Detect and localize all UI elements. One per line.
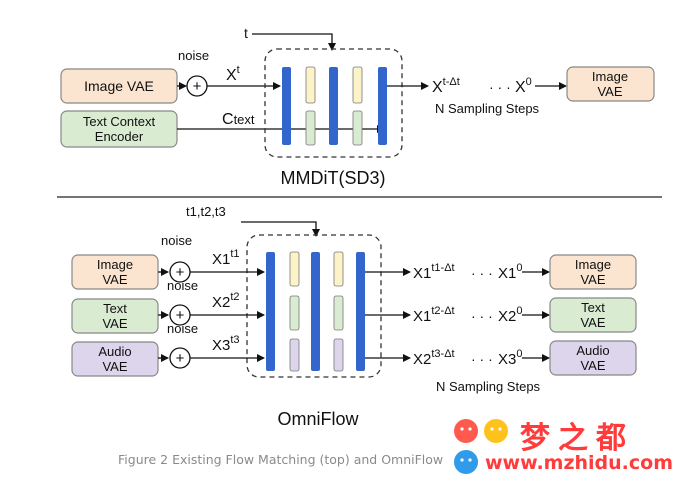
top-t-label: t [244,25,248,41]
bottom-model-label: OmniFlow [277,409,359,429]
bottom-t-arrow [241,221,320,237]
row2-out-label: X1t2-Δt [413,305,455,325]
top-noise-label: noise [178,48,209,63]
input-audio-line1: Audio [98,344,131,359]
bottom-bar-yellow-2 [333,251,344,287]
figure-caption: Figure 2 Existing Flow Matching (top) an… [118,452,444,467]
bottom-noise-label-1: noise [161,233,192,248]
watermark-cn-text: 梦之都 [520,421,634,456]
top-xt-label: Xt [226,64,240,84]
bottom-bar-purple-1 [289,338,300,372]
top-bar-green-2 [352,110,363,146]
row1-plus-sign: + [176,264,185,281]
top-bar-blue-2 [329,67,338,145]
top-plus-sign: + [193,78,202,95]
bottom-diagram: t1,t2,t3 noise noise noise Image VAE + X… [71,204,637,429]
bottom-bar-purple-2 [333,338,344,372]
row3-plus-sign: + [176,350,185,367]
output-image-line2: VAE [580,272,605,287]
top-bar-blue-3 [378,67,387,145]
row-image: Image VAE + X1t1 X1t1-Δt · · · X10 Image… [71,248,637,290]
watermark-blue-face-icon [454,450,478,474]
bottom-noise-label-3: noise [167,321,198,336]
row-audio: Audio VAE + X3t3 X2t3-Δt · · · X30 Audio… [71,334,637,377]
input-audio-vae-box [71,341,159,377]
top-bar-yellow-1 [305,66,316,104]
bottom-bar-blue-2 [311,252,320,371]
row2-ellipsis: · · · [471,308,493,324]
output-audio-line1: Audio [576,343,609,358]
watermark-url[interactable]: www.mzhidu.com [485,452,674,474]
bottom-steps-label: N Sampling Steps [436,379,541,394]
row3-out-label: X2t3-Δt [413,348,455,368]
bottom-model-box [246,234,382,378]
row2-plus-sign: + [176,307,185,324]
top-bar-green-1 [305,110,316,146]
input-text-line1: Text [103,301,127,316]
top-x0-label: X0 [515,76,532,96]
bottom-bar-green-2 [333,295,344,331]
row1-out-label: X1t1-Δt [413,262,455,282]
bottom-bar-blue-3 [356,252,365,371]
top-text-encoder-line1: Text Context [83,114,156,129]
input-image-line2: VAE [102,272,127,287]
top-diagram: t Image VAE noise + Xt Text Context Enco… [60,25,655,188]
top-output-image-vae-box [566,66,655,102]
input-image-line1: Image [97,257,133,272]
top-output-line2: VAE [597,84,622,99]
output-audio-line2: VAE [580,358,605,373]
bottom-noise-label-2: noise [167,278,198,293]
top-model-box [264,48,403,158]
row2-x-label: X2t2 [212,291,240,311]
input-audio-line2: VAE [102,359,127,374]
top-image-vae-label: Image VAE [84,78,154,94]
row1-end-label: X10 [498,262,522,282]
row3-end-label: X30 [498,348,522,368]
top-output-line1: Image [592,69,628,84]
top-model-label: MMDiT(SD3) [281,168,386,188]
row1-ellipsis: · · · [471,265,493,281]
input-text-vae-box [71,298,159,334]
top-ellipsis: · · · [489,79,511,95]
row1-x-label: X1t1 [212,248,240,268]
output-text-line1: Text [581,300,605,315]
top-steps-label: N Sampling Steps [435,101,540,116]
watermark-logo-icon [454,419,508,474]
bottom-bar-green-1 [289,295,300,331]
top-ctext-label: Ctext [222,111,255,128]
row3-x-label: X3t3 [212,334,240,354]
output-text-vae-box [549,297,637,333]
input-text-line2: VAE [102,316,127,331]
output-image-vae-box [549,254,637,290]
top-out-label: Xt-Δt [432,76,460,96]
top-t-arrow [252,33,336,51]
top-bar-yellow-2 [352,66,363,104]
row3-ellipsis: · · · [471,351,493,367]
watermark-red-face-icon [454,419,478,443]
output-image-line1: Image [575,257,611,272]
output-text-line2: VAE [580,315,605,330]
row2-end-label: X20 [498,305,522,325]
watermark-yellow-face-icon [484,419,508,443]
row-text: Text VAE + X2t2 X1t2-Δt · · · X20 Text V… [71,291,637,334]
top-text-encoder-line2: Encoder [95,129,144,144]
top-bar-blue-1 [282,67,291,145]
bottom-t-label: t1,t2,t3 [186,204,226,219]
bottom-bar-yellow-1 [289,251,300,287]
output-audio-vae-box [549,340,637,376]
bottom-bar-blue-1 [266,252,275,371]
